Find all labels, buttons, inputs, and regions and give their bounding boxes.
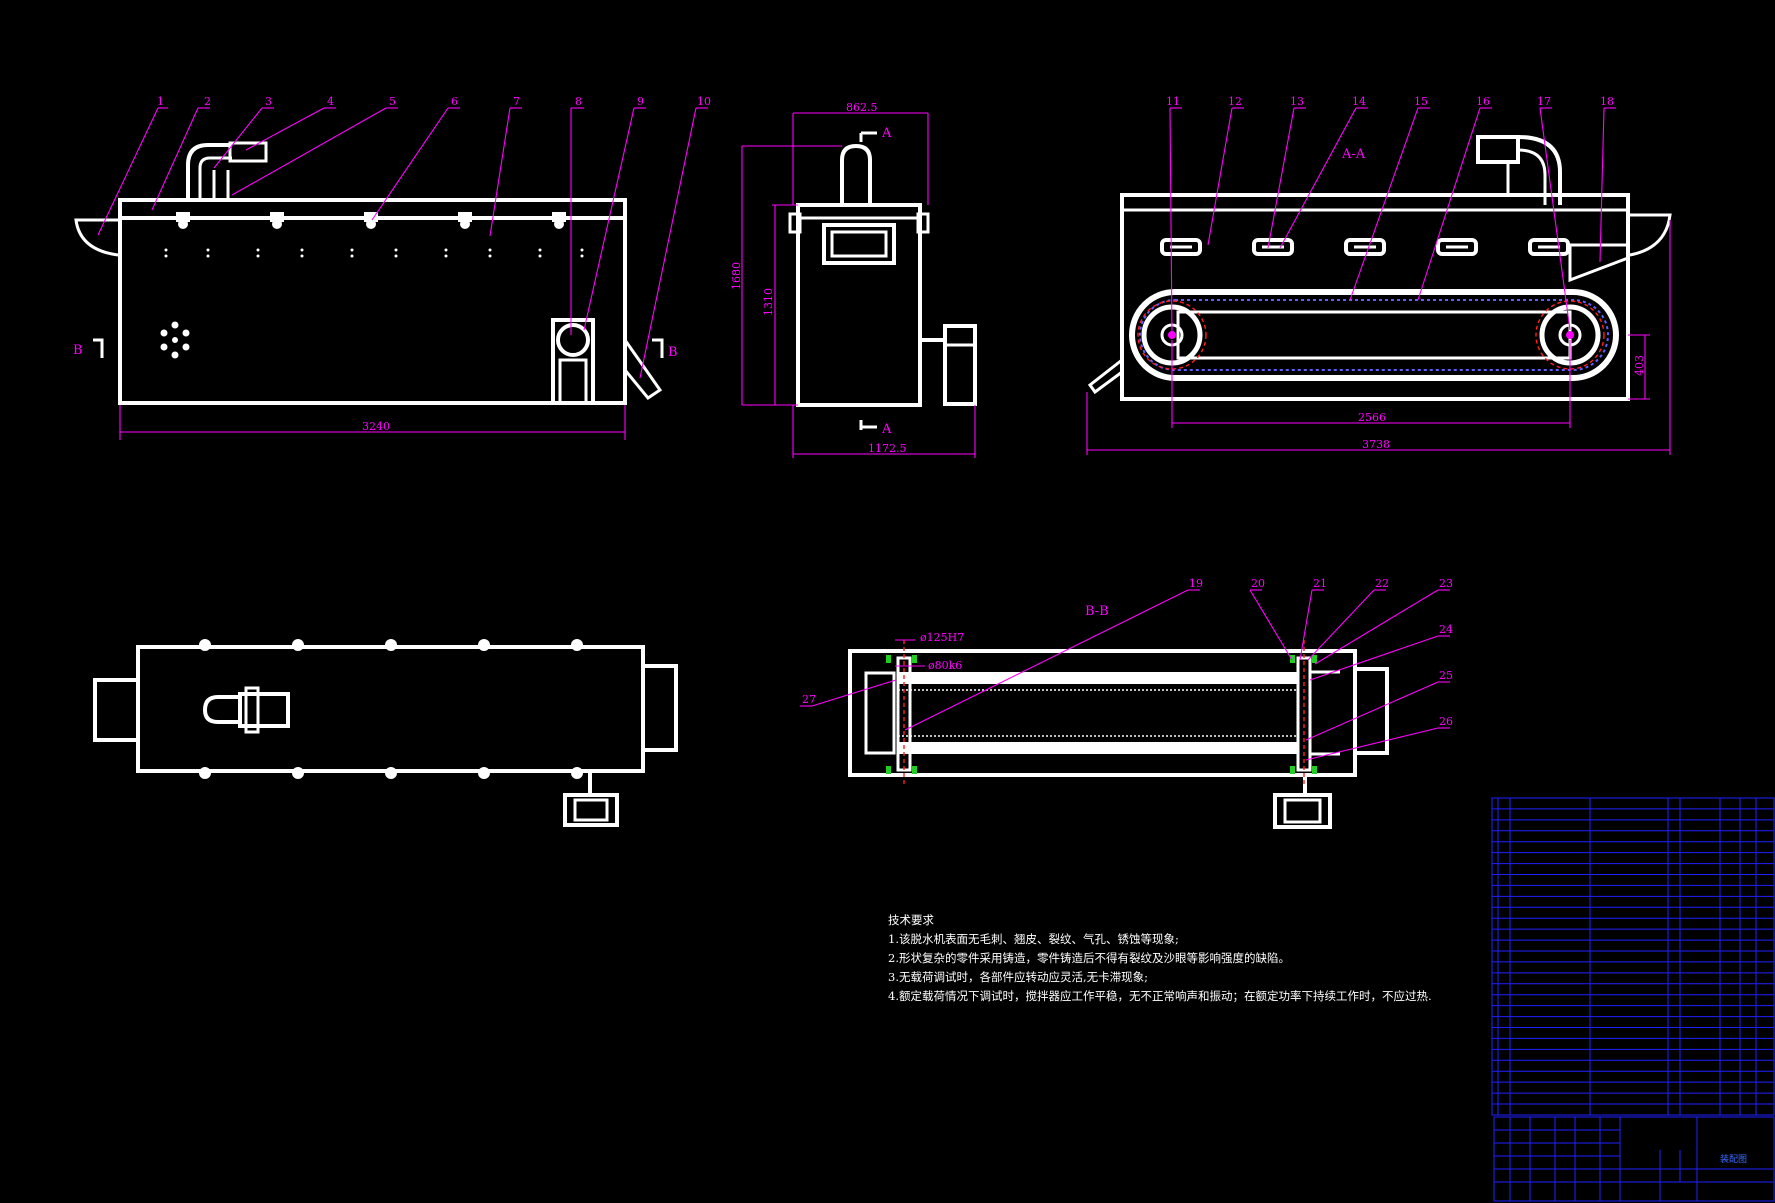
front-view: B B 3240 1 2 3 4 5 6 7 8 9 10 (73, 95, 711, 440)
aa-balloon-leaders (1169, 107, 1616, 336)
balloon-3: 3 (265, 95, 272, 108)
balloon-12: 12 (1228, 95, 1242, 108)
balloon-2: 2 (204, 95, 211, 108)
inlet-pipe (186, 143, 232, 200)
side-view: A A 862.5 1680 1310 1172.5 (730, 101, 977, 458)
flange-bolt-circle (160, 321, 190, 359)
drawing-name: 装配图 (1720, 1153, 1747, 1165)
balloon-5: 5 (389, 95, 396, 108)
top-motor (563, 793, 619, 827)
fit-80k6: ø80k6 (928, 659, 962, 672)
section-b-b: B-B ø125H7 ø80k6 19 20 21 22 23 24 25 26… (800, 577, 1453, 829)
tech-item-3: 3.无载荷调试时，各部件应转动应灵活,无卡滞现象; (888, 970, 1148, 984)
dim-length-3240: 3240 (362, 420, 390, 433)
balloon-23: 23 (1439, 577, 1453, 590)
balloon-10: 10 (697, 95, 711, 108)
balloon-22: 22 (1375, 577, 1389, 590)
balloon-17: 17 (1537, 95, 1551, 108)
bb-motor (1273, 793, 1332, 829)
top-bolts (176, 212, 566, 229)
balloon-8: 8 (575, 95, 582, 108)
section-title-b-b: B-B (1085, 604, 1109, 619)
fit-125h7: ø125H7 (920, 631, 964, 644)
dim-height-1310: 1310 (762, 288, 775, 316)
aa-slots (1160, 238, 1570, 256)
front-body (118, 198, 627, 405)
technical-requirements: 技术要求 1.该脱水机表面无毛刺、翘皮、裂纹、气孔、锈蚀等现象; 2.形状复杂的… (888, 913, 1432, 1003)
side-body (796, 203, 922, 407)
balloon-11: 11 (1166, 95, 1180, 108)
balloon-25: 25 (1439, 669, 1453, 682)
section-mark-a-bottom: A (881, 422, 892, 437)
balloon-26: 26 (1439, 715, 1453, 728)
balloon-24: 24 (1439, 623, 1453, 636)
side-inlet-pipe (840, 143, 872, 205)
tech-item-4: 4.额定载荷情况下调试时，搅拌器应工作平稳，无不正常响声和振动；在额定功率下持续… (888, 989, 1432, 1003)
inlet-chute (74, 218, 120, 257)
balloon-9: 9 (637, 95, 644, 108)
balloon-13: 13 (1290, 95, 1304, 108)
dim-center-2566: 2566 (1358, 411, 1386, 424)
side-motor (943, 324, 977, 406)
title-block: 装配图 (1493, 1116, 1775, 1202)
front-balloon-leaders (97, 107, 708, 379)
top-bolt-heads (199, 639, 583, 779)
vent-holes (164, 248, 584, 258)
balloon-14: 14 (1352, 95, 1366, 108)
balloon-15: 15 (1414, 95, 1428, 108)
parts-list-table (1491, 797, 1775, 1116)
section-mark-b-left: B (73, 343, 83, 358)
balloon-4: 4 (327, 95, 334, 108)
section-title-a-a: A-A (1341, 147, 1366, 162)
balloon-18: 18 (1600, 95, 1614, 108)
aa-body (1120, 193, 1630, 401)
aa-right-chute (1628, 213, 1672, 257)
section-a-a: A-A 2566 3738 403 11 12 13 14 15 16 17 1… (1086, 95, 1672, 455)
section-mark-b-right: B (668, 345, 678, 360)
balloon-27: 27 (802, 693, 816, 706)
dim-overall-3738: 3738 (1362, 438, 1390, 451)
top-inlet-pipe (202, 695, 240, 724)
conveyor-belt (1129, 289, 1619, 381)
dim-height-1680: 1680 (730, 262, 743, 290)
top-view (93, 639, 678, 827)
balloon-19: 19 (1189, 577, 1203, 590)
section-mark-a-top: A (881, 126, 892, 141)
tech-title: 技术要求 (888, 913, 934, 927)
balloon-6: 6 (451, 95, 458, 108)
aa-scraper (1568, 243, 1630, 283)
bb-balloon-leaders (800, 589, 1450, 761)
balloon-7: 7 (513, 95, 520, 108)
balloon-20: 20 (1251, 577, 1265, 590)
balloon-21: 21 (1313, 577, 1327, 590)
tech-item-2: 2.形状复杂的零件采用铸造，零件铸造后不得有裂纹及沙眼等影响强度的缺陷。 (888, 951, 1290, 965)
dim-height-403: 403 (1633, 355, 1646, 376)
balloon-16: 16 (1476, 95, 1490, 108)
dim-top-862-5: 862.5 (846, 101, 878, 114)
dim-bottom-1172-5: 1172.5 (868, 442, 907, 455)
bearings-green (886, 655, 1317, 774)
tech-item-1: 1.该脱水机表面无毛刺、翘皮、裂纹、气孔、锈蚀等现象; (888, 932, 1179, 946)
balloon-1: 1 (157, 95, 164, 108)
